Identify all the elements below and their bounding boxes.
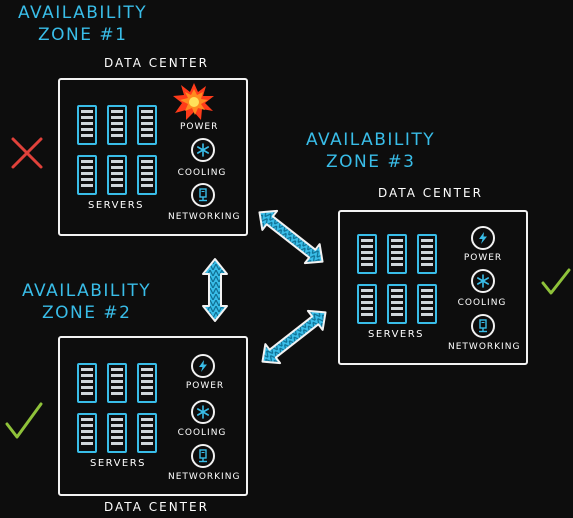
zone-2-title-line1: Availability [22,281,152,301]
double-arrow-icon [202,258,228,322]
zone-1-datacenter-label: Data Center [104,56,209,70]
zone-3-networking-icon-circle [471,314,495,338]
lightning-icon [479,232,487,244]
lightning-icon [199,360,207,372]
zone-2-power-icon-circle [191,354,215,378]
zone-1-power-label: Power [180,122,219,132]
zone-1-networking-icon-circle [191,183,215,207]
zone-2-power-label: Power [185,381,225,391]
server-rack [77,155,97,195]
snowflake-icon [196,143,209,157]
zone-3-title-line2: Zone #3 [326,152,416,172]
zone-2-cooling-label: Cooling [177,428,227,438]
server-rack [107,155,127,195]
double-arrow-icon [258,209,324,265]
server-rack [77,363,97,403]
red-x-icon [11,137,43,169]
green-check-icon [5,402,43,439]
zone-2-cooling-icon-circle [191,400,215,424]
zone-2-datacenter-box: Servers Power Cooling [58,336,248,496]
server-rack [417,284,437,324]
network-device-icon [199,449,207,463]
zone-3-datacenter-box: Servers Power Cooling [338,210,528,365]
zone-3-power-icon-circle [471,226,495,250]
network-device-icon [479,319,487,333]
server-rack [137,363,157,403]
zone-3-networking-label: Networking [448,342,521,352]
zone-3-datacenter-label: Data Center [378,186,483,200]
zone-3-servers-label: Servers [368,329,425,340]
zone-1-cooling-label: Cooling [177,168,227,178]
zone-2-title: Availability Zone #2 [22,280,151,324]
server-rack [357,234,377,274]
server-rack [387,234,407,274]
snowflake-icon [476,274,489,288]
zone-3-title: Availability Zone #3 [306,129,435,173]
server-rack [77,105,97,145]
zone-3-cooling-icon-circle [471,269,495,293]
explosion-icon [173,83,214,120]
server-rack [137,155,157,195]
zone-1-title-line1: Availability [18,3,148,23]
zone-2-servers-label: Servers [90,458,147,469]
server-rack [107,105,127,145]
zone-1-title: Availability Zone #1 [18,2,147,46]
server-rack [77,413,97,453]
zone-1-networking-label: Networking [168,212,241,222]
zone-1-datacenter-box: Servers Power Cooling [58,78,248,236]
server-rack [387,284,407,324]
server-rack [137,413,157,453]
zone-1-title-line2: Zone #1 [38,25,128,45]
zone-3-cooling-label: Cooling [457,298,507,308]
snowflake-icon [196,405,209,419]
zone-1-servers-label: Servers [88,200,145,211]
zone-3-power-label: Power [463,253,503,263]
double-arrow-icon [261,309,327,365]
zone-2-networking-icon-circle [191,444,215,468]
network-device-icon [199,188,207,202]
zone-1-cooling-icon-circle [191,138,215,162]
zone-2-title-line2: Zone #2 [42,303,132,323]
server-rack [107,413,127,453]
zone-2-datacenter-label: Data Center [104,500,209,514]
server-rack [417,234,437,274]
server-rack [137,105,157,145]
zone-2-networking-label: Networking [168,472,241,482]
zone-3-title-line1: Availability [306,130,436,150]
server-rack [107,363,127,403]
server-rack [357,284,377,324]
green-check-icon [541,268,571,295]
